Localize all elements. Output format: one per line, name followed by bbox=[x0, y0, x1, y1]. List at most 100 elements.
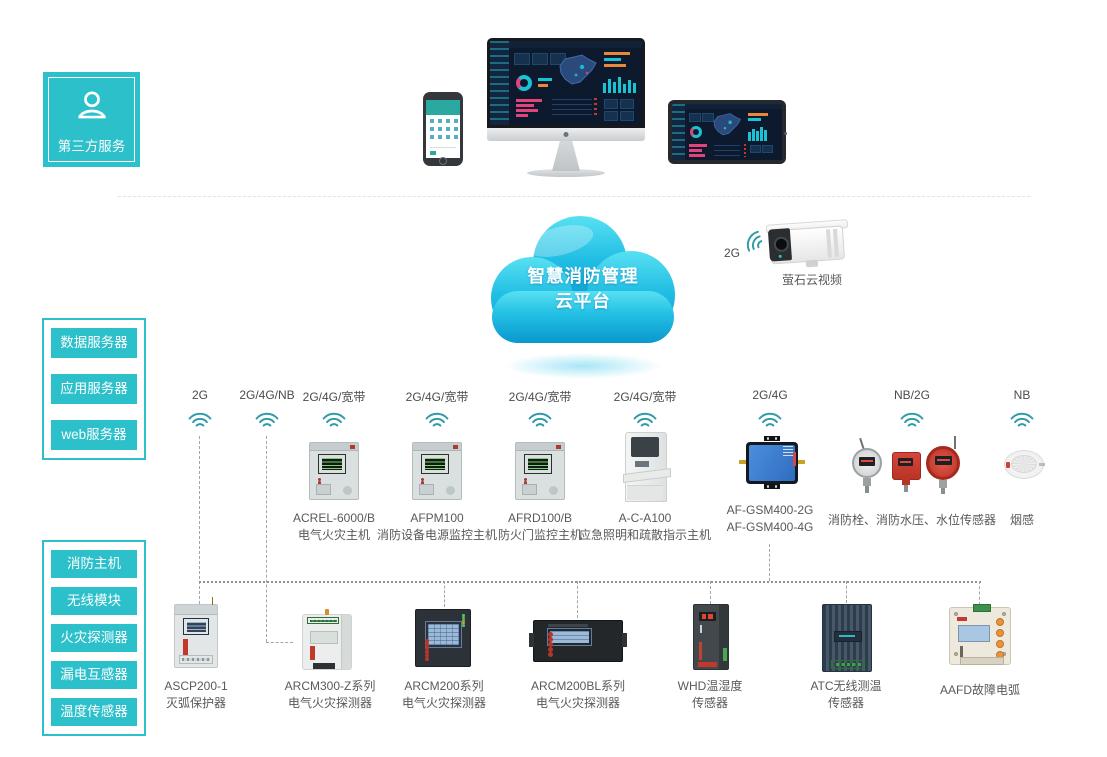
camera-lens-icon bbox=[773, 236, 790, 253]
arcm200-device bbox=[415, 609, 471, 667]
monitor-screen bbox=[487, 38, 645, 128]
wifi-signal-icon bbox=[187, 407, 213, 429]
desktop-monitor bbox=[487, 38, 645, 177]
camera-mount bbox=[805, 259, 819, 268]
signal-label-col8: NB/2G bbox=[893, 388, 931, 402]
leakage-ct-box: 漏电互感器 bbox=[51, 661, 137, 689]
cloud-title-line2: 云平台 bbox=[555, 291, 611, 311]
cloud-reflection bbox=[503, 353, 663, 379]
smoke-detector-device bbox=[1004, 450, 1045, 480]
cloud-icon bbox=[491, 216, 675, 343]
afrd100b-host-device bbox=[515, 442, 565, 500]
signal-label-col3: 2G/4G/宽带 bbox=[302, 390, 366, 404]
wifi-signal-icon bbox=[424, 407, 450, 429]
atc-sensor-device bbox=[822, 604, 872, 672]
signal-label-col4: 2G/4G/宽带 bbox=[405, 390, 469, 404]
wifi-signal-icon bbox=[321, 407, 347, 429]
camera-label: 萤石云视频 bbox=[781, 273, 843, 287]
temp-sensor-box: 温度传感器 bbox=[51, 698, 137, 726]
signal-label-col9: NB bbox=[1013, 388, 1031, 402]
signal-label-col6: 2G/4G/宽带 bbox=[613, 390, 677, 404]
monitor-chin bbox=[487, 128, 645, 141]
signal-label-2g4gnb: 2G/4G/NB bbox=[239, 388, 295, 402]
camera-signal-label: 2G bbox=[724, 246, 741, 260]
aca100-kiosk-device bbox=[623, 432, 671, 502]
device-caption: WHD温湿度传感器 bbox=[677, 679, 743, 710]
wireless-module-box: 无线模块 bbox=[51, 587, 137, 615]
third-party-service-box: 第三方服务 bbox=[43, 72, 140, 167]
field-bus-line bbox=[199, 581, 981, 583]
water-pressure-sensors bbox=[850, 436, 972, 498]
camera-body bbox=[767, 225, 846, 265]
device-caption: ARCM200BL系列电气火灾探测器 bbox=[530, 679, 626, 710]
dashboard-screen bbox=[490, 41, 642, 125]
fire-detector-box: 火灾探测器 bbox=[51, 624, 137, 652]
arcm300z-device bbox=[302, 609, 352, 670]
drop-line-whd bbox=[710, 581, 711, 604]
data-server-box: 数据服务器 bbox=[51, 328, 137, 358]
cloud-video-camera bbox=[760, 219, 860, 272]
fire-host-box: 消防主机 bbox=[51, 550, 137, 578]
link-line-gsm-drop bbox=[769, 544, 770, 581]
wifi-signal-icon bbox=[632, 407, 658, 429]
apple-logo-icon bbox=[563, 132, 569, 137]
phone-home-button bbox=[439, 156, 447, 165]
wifi-signal-icon bbox=[527, 407, 553, 429]
aafd-device bbox=[949, 604, 1011, 665]
afpm100-host-device bbox=[412, 442, 462, 500]
whd-sensor-device bbox=[693, 604, 729, 670]
signal-label-col7: 2G/4G bbox=[752, 388, 788, 402]
phone-screen bbox=[426, 100, 460, 158]
china-map bbox=[559, 54, 597, 85]
wifi-signal-icon bbox=[254, 407, 280, 429]
inner-border bbox=[48, 77, 135, 162]
device-caption: ARCM200系列电气火灾探测器 bbox=[401, 679, 487, 710]
wifi-signal-icon bbox=[1009, 407, 1035, 429]
arcm200bl-device bbox=[529, 620, 627, 662]
link-line-nb-column bbox=[266, 436, 267, 642]
ascp200-device bbox=[174, 597, 218, 668]
camera-front bbox=[767, 228, 793, 262]
tablet-dashboard-screen bbox=[672, 104, 782, 160]
link-line-2g-column bbox=[199, 436, 200, 604]
device-caption: 烟感 bbox=[1009, 513, 1035, 527]
china-map-small bbox=[713, 113, 741, 136]
drop-line-atc bbox=[846, 581, 847, 603]
mobile-phone bbox=[423, 92, 463, 166]
person-icon bbox=[77, 91, 106, 119]
third-party-label: 第三方服务 bbox=[57, 139, 126, 154]
tablet bbox=[668, 100, 787, 164]
section-divider-line bbox=[118, 196, 1030, 197]
drop-line-arcm200 bbox=[444, 581, 445, 607]
device-caption: AAFD故障电弧 bbox=[939, 683, 1021, 697]
device-caption: 消防栓、消防水压、水位传感器 bbox=[827, 513, 997, 527]
drop-line-aafd bbox=[979, 581, 980, 605]
cloud-platform: 智慧消防管理 云平台 bbox=[468, 203, 698, 381]
device-caption: ATC无线测温传感器 bbox=[810, 679, 882, 710]
signal-label-col5: 2G/4G/宽带 bbox=[508, 390, 572, 404]
app-server-box: 应用服务器 bbox=[51, 374, 137, 404]
device-category-stack: 消防主机 无线模块 火灾探测器 漏电互感器 温度传感器 bbox=[42, 540, 146, 736]
wifi-signal-icon bbox=[899, 407, 925, 429]
af-gsm400-module-device bbox=[739, 436, 805, 492]
link-line-elbow bbox=[266, 642, 293, 643]
camera-led bbox=[778, 254, 782, 258]
drop-line-arcm200bl bbox=[577, 581, 578, 618]
cloud-title-line1: 智慧消防管理 bbox=[527, 266, 639, 286]
acrel6000b-host-device bbox=[309, 442, 359, 500]
web-server-box: web服务器 bbox=[51, 420, 137, 450]
wifi-signal-icon bbox=[757, 407, 783, 429]
monitor-stand bbox=[552, 141, 580, 171]
signal-label-2g: 2G bbox=[191, 388, 209, 402]
camera-wifi-signal-icon bbox=[738, 225, 769, 258]
server-stack-top: 数据服务器 应用服务器 web服务器 bbox=[42, 318, 146, 460]
device-caption: ARCM300-Z系列电气火灾探测器 bbox=[284, 679, 376, 710]
tablet-camera-dot bbox=[784, 132, 787, 135]
